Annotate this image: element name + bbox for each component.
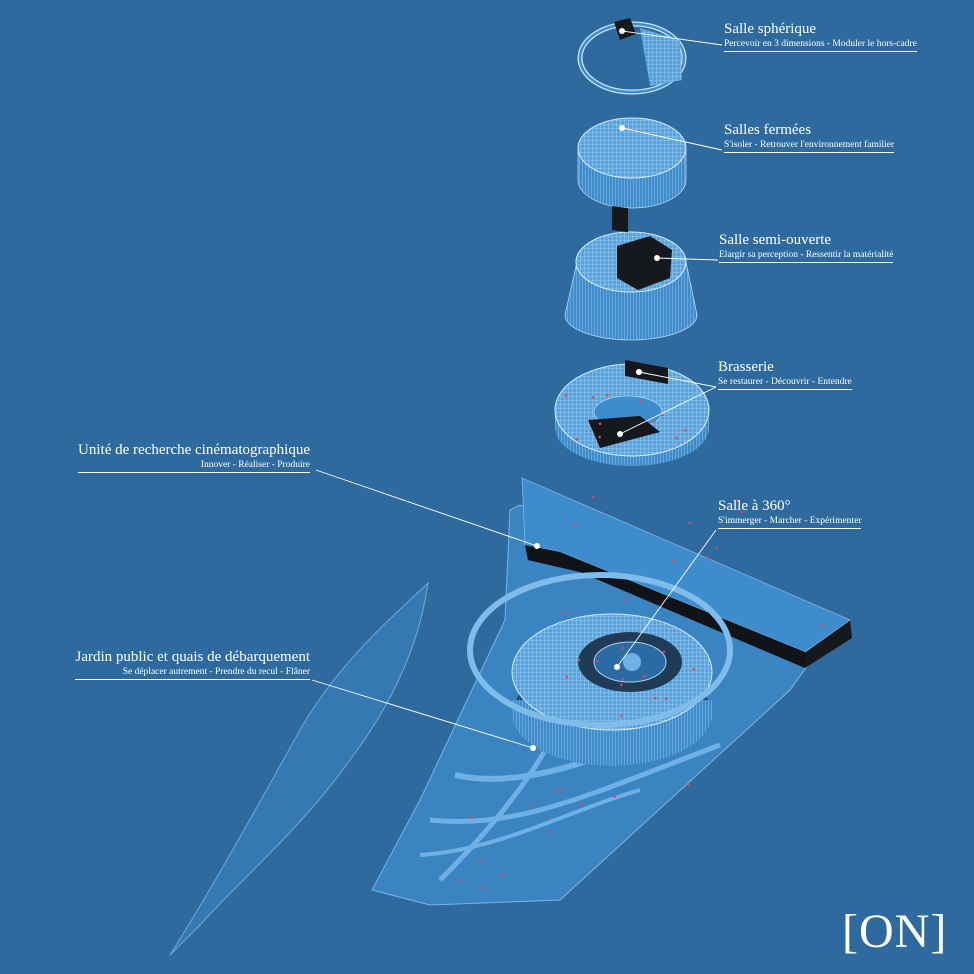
person-marker [577,658,581,662]
person-marker [621,646,625,650]
person-marker [684,428,687,432]
person-marker [561,789,564,792]
label-brasserie: Brasserie Se restaurer - Découvrir - Ent… [718,358,852,390]
label-title: Salle sphérique [724,21,817,37]
person-marker [530,804,533,807]
label-subtitle: Elargir sa perception - Ressentir la mat… [719,249,894,263]
person-marker [740,510,743,514]
person-marker [621,678,625,681]
salle-semi-ouverte-volume [564,231,698,341]
label-jardin-public: Jardin public et quais de débarquement S… [75,648,310,680]
person-marker [500,873,504,877]
leader-dots [530,28,660,751]
label-salle-semi-ouverte: Salle semi-ouverte Elargir sa perception… [719,231,894,263]
person-marker [652,420,656,423]
person-marker [662,650,666,654]
label-subtitle: S'immerger - Marcher - Expérimenter [718,515,862,529]
label-subtitle: Innover - Réaliser - Produire [78,459,310,473]
person-marker [562,611,565,615]
label-title: Brasserie [718,359,774,375]
salle-spherique-volume [577,18,687,95]
person-marker [706,556,710,560]
person-marker [580,801,584,805]
person-marker [624,598,627,601]
person-marker [715,546,719,549]
river-bank-shape [169,581,429,956]
person-marker [643,674,646,678]
person-marker [573,522,576,526]
person-marker [613,795,616,798]
on-logo: [ON] [842,905,948,958]
label-subtitle: Percevoir en 3 dimensions - Moduler le h… [724,38,917,52]
label-salles-fermees: Salles fermées S'isoler - Retrouver l'en… [724,121,895,153]
person-marker [687,783,690,786]
label-title: Salle semi-ouverte [719,232,832,248]
person-marker [470,816,473,819]
label-subtitle: Se déplacer autrement - Prendre du recul… [75,666,310,680]
person-marker [671,559,675,563]
leader-lines [311,30,723,749]
person-marker [598,422,602,426]
person-marker [664,697,668,701]
label-unite-recherche: Unité de recherche cinématographique Inn… [78,441,310,473]
person-marker [595,660,599,663]
person-marker [459,879,463,882]
salles-fermees-volume [577,117,687,233]
person-marker [688,521,691,525]
label-title: Unité de recherche cinématographique [78,442,310,458]
person-marker [591,495,595,499]
label-title: Salle à 360° [718,498,791,514]
person-marker [692,667,695,671]
person-marker [565,675,568,679]
person-marker [735,499,739,503]
person-marker [620,683,623,686]
person-marker [654,696,657,700]
person-marker [639,399,643,403]
person-marker [598,435,601,439]
person-marker [564,393,568,397]
label-title: Salles fermées [724,122,812,138]
person-marker [620,714,623,717]
salle-360-volume [467,572,733,766]
label-salle-spherique: Salle sphérique Percevoir en 3 dimension… [724,20,917,52]
person-marker [675,436,678,440]
person-marker [575,438,578,441]
people-markers [459,370,823,890]
person-marker [605,393,609,397]
label-title: Jardin public et quais de débarquement [75,649,310,665]
person-marker [483,886,486,890]
person-marker [547,830,551,833]
person-marker [478,859,482,862]
brasserie-volume [554,360,710,466]
label-subtitle: S'isoler - Retrouver l'environnement fam… [724,139,895,153]
label-salle-360: Salle à 360° S'immerger - Marcher - Expé… [718,497,862,529]
label-subtitle: Se restaurer - Découvrir - Entendre [718,376,852,390]
person-marker [554,788,558,792]
person-marker [820,624,823,628]
person-marker [591,396,595,399]
